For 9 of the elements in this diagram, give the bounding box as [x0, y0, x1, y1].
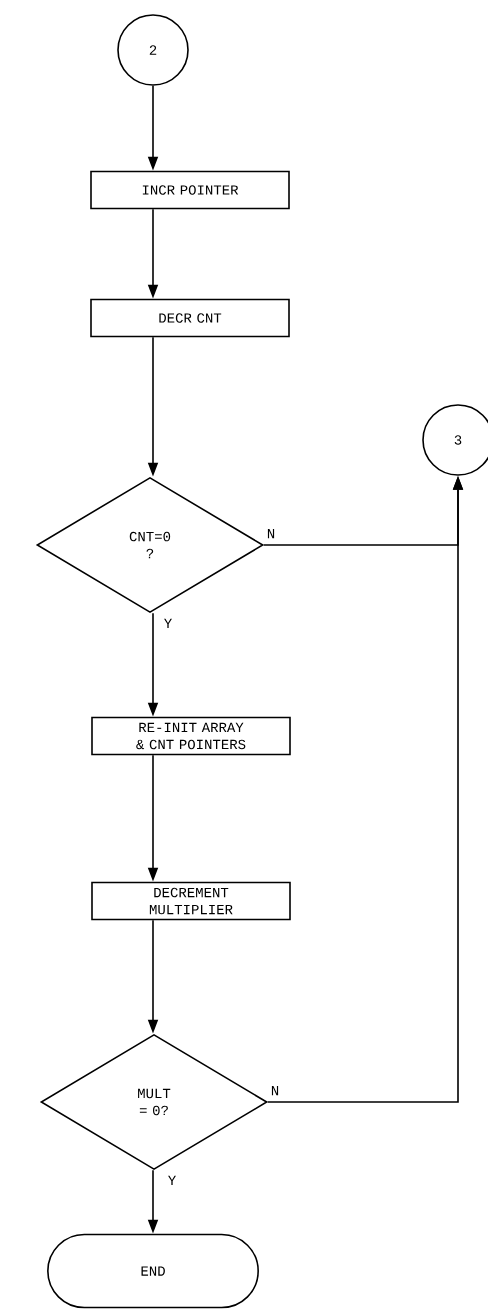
edge-label: N	[267, 529, 275, 539]
terminal-box: END	[47, 1233, 259, 1309]
process-box: INCR POINTER	[90, 170, 290, 210]
process-box: RE-INIT ARRAY & CNT POINTERS	[91, 716, 291, 756]
edge-label: Y	[164, 618, 172, 629]
edge-label: Y	[168, 1175, 176, 1186]
edge-label: N	[271, 1086, 279, 1096]
process-box: DECR CNT	[90, 298, 290, 338]
process-box: DECREMENT MULTIPLIER	[91, 881, 291, 921]
